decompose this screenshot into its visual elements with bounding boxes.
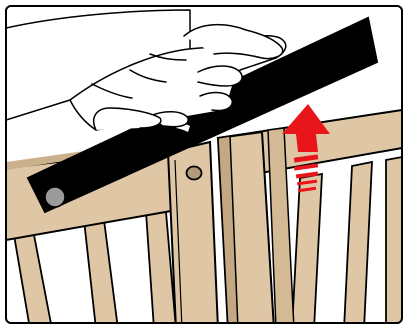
peg	[187, 167, 202, 180]
round-knob	[45, 187, 65, 207]
right-slat-3	[386, 157, 402, 329]
